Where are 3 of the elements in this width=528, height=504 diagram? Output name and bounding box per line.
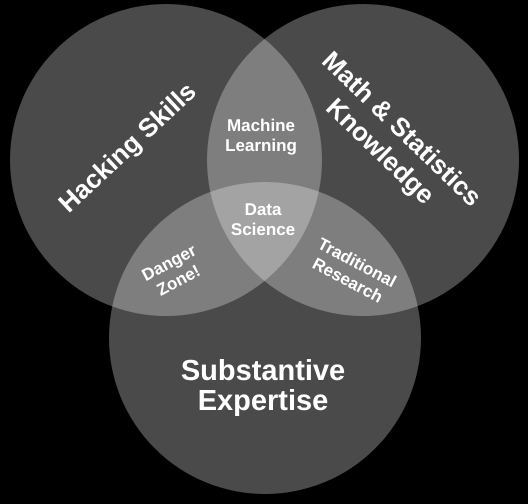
circle-label: Substantive Expertise	[180, 356, 346, 416]
region-label: Data Science	[230, 200, 296, 240]
region-label: Machine Learning	[224, 116, 298, 156]
